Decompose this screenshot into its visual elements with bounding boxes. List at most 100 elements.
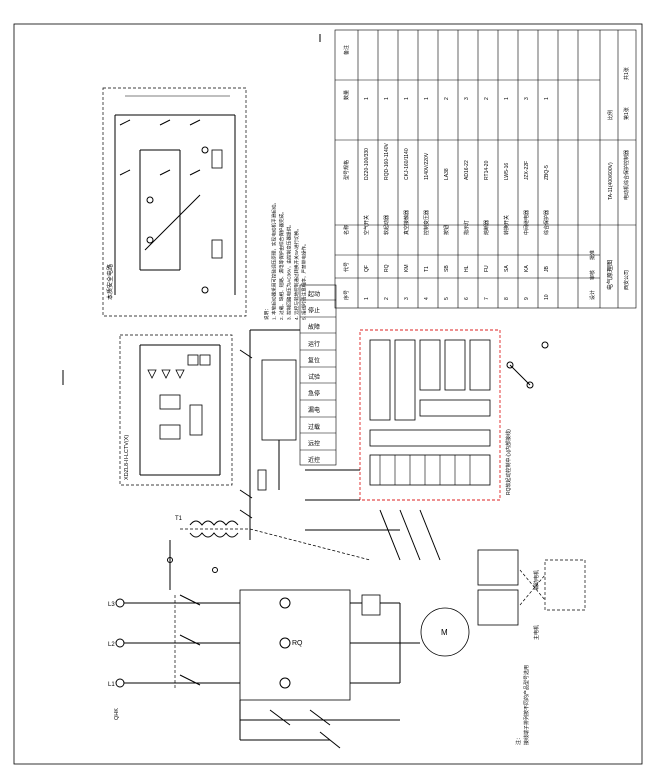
rq-panel (359, 329, 501, 501)
subtitle-label: 电动机综合保护控制器 (623, 150, 630, 200)
rq-panel-label: RQ软起动控制中心(内部接线) (505, 429, 512, 495)
intrinsic-safe-label-wrap: 本质安全电路 (106, 264, 114, 300)
protector-label: XDZL8-II-LCTV(X) (124, 435, 130, 480)
table-cell: 软起动器 (383, 215, 390, 235)
table-cell: 4 (424, 297, 430, 300)
table-row: 5 SB 按钮 LA38 2 (443, 97, 450, 300)
table-cell: 按钮 (443, 225, 450, 235)
function-label-column (299, 284, 337, 466)
table-cell: 1 (404, 97, 410, 100)
relay-su (261, 359, 297, 441)
table-cell: 1140V/220V (424, 152, 430, 180)
protector-box (119, 334, 233, 486)
label-l3: L3 (108, 602, 115, 608)
table-cell: KA (524, 265, 530, 272)
label-m: M (441, 628, 448, 637)
top-box-wiring (114, 95, 236, 295)
table-cell: SB (444, 265, 450, 272)
label-t1: T1 (175, 516, 183, 522)
aux-labels: 主电机 辅助电机 (533, 570, 540, 640)
title-block-2: 西安公司 电动机综合保护控制器 第1张 共1张 (623, 67, 630, 290)
table-cell: RQ (384, 264, 390, 272)
label-rq: RQ (292, 640, 303, 647)
table-cell: 1 (504, 97, 510, 100)
table-cell: HL (464, 265, 470, 272)
table-cell: JZX-22F (524, 161, 530, 180)
table-header-name: 名称 (343, 225, 350, 235)
sheet-label: 第1张 (623, 107, 630, 120)
table-cell: RT14-20 (484, 160, 490, 180)
function-label: 漏电 (308, 406, 320, 414)
table-cell: 3 (524, 97, 530, 100)
aux-motor-label: 辅助电机 (533, 570, 540, 590)
approve-label: 批准 (589, 250, 596, 260)
table-cell: 3 (464, 97, 470, 100)
total-label: 共1张 (623, 67, 630, 80)
table-cell: T1 (424, 266, 430, 272)
note-line: 说明： (263, 306, 270, 320)
table-cell: FU (484, 265, 490, 272)
table-cell: 空气开关 (363, 215, 370, 235)
scale-label: 比例 (607, 110, 614, 120)
rq-panel-internals (369, 339, 491, 486)
motor-m (420, 607, 470, 657)
aux-blocks (477, 549, 586, 626)
drawing-title: 电气原理图 (606, 260, 614, 290)
note-line: 5. 接线时请注意相序，严禁带电操作。 (301, 241, 308, 320)
table-cell: DZ20-100/330 (364, 148, 370, 180)
notes-block: 说明：1. 本软起动器采用可控硅调压原理，实现电动机平滑起动。2. 过载、缺相、… (263, 200, 308, 320)
table-cell: SA (504, 265, 510, 272)
intrinsic-safe-box (102, 87, 247, 317)
control-transformer (167, 520, 371, 590)
table-cell: 真空接触器 (403, 210, 410, 235)
table-cell: 8 (504, 297, 510, 300)
table-header-spec: 型号规格 (343, 160, 350, 180)
table-cell: 6 (464, 297, 470, 300)
function-label: 过载 (308, 423, 320, 431)
table-cell: KM (404, 265, 410, 273)
table-cell: 2 (444, 97, 450, 100)
intrinsic-safe-label: 本质安全电路 (106, 264, 114, 300)
function-label: 试验 (308, 373, 320, 381)
table-cell: 熔断器 (483, 220, 490, 235)
table-cell: 2 (484, 97, 490, 100)
bottom-note-wrap: 注： 接线端子排列按不同的产品型号选用 (515, 665, 530, 745)
note-line: 1. 本软起动器采用可控硅调压原理，实现电动机平滑起动。 (271, 200, 278, 320)
label-qhk: QHK (114, 708, 120, 720)
title-block: 电气原理图 TA-11(400/600V) 比例 (606, 110, 614, 290)
table-cell: JB (544, 266, 550, 273)
function-label: 远控 (308, 439, 320, 447)
table-cell: 1 (384, 97, 390, 100)
function-label: 近控 (308, 456, 320, 464)
table-cell: 1 (364, 297, 370, 300)
model-label: TA-11(400/600V) (608, 162, 614, 200)
power-section (115, 589, 470, 749)
table-cell: 转换开关 (503, 215, 510, 235)
table-cell: 1 (544, 97, 550, 100)
function-label: 起动 (308, 290, 320, 298)
parts-table (334, 29, 637, 309)
table-cell: 5 (444, 297, 450, 300)
note-line: 4. 远控与就地控制通过转换开关SA进行切换。 (293, 226, 300, 320)
function-label: 停止 (308, 307, 320, 315)
protector-internals (139, 344, 221, 476)
relay-column (239, 329, 300, 540)
function-label: 复位 (308, 356, 320, 364)
table-cell: LA38 (444, 168, 450, 180)
bottom-note-1: 注： (515, 735, 522, 745)
table-cell: QF (364, 265, 370, 272)
table-header-row: 序号 代号 名称 型号规格 数量 备注 (343, 45, 350, 300)
table-cell: 1 (424, 97, 430, 100)
table-cell: RQD-160-1140V (384, 142, 390, 180)
motor-aux-label: 主电机 (533, 625, 540, 640)
table-cell: 1 (364, 97, 370, 100)
table-cell: AD16-22 (464, 160, 470, 180)
